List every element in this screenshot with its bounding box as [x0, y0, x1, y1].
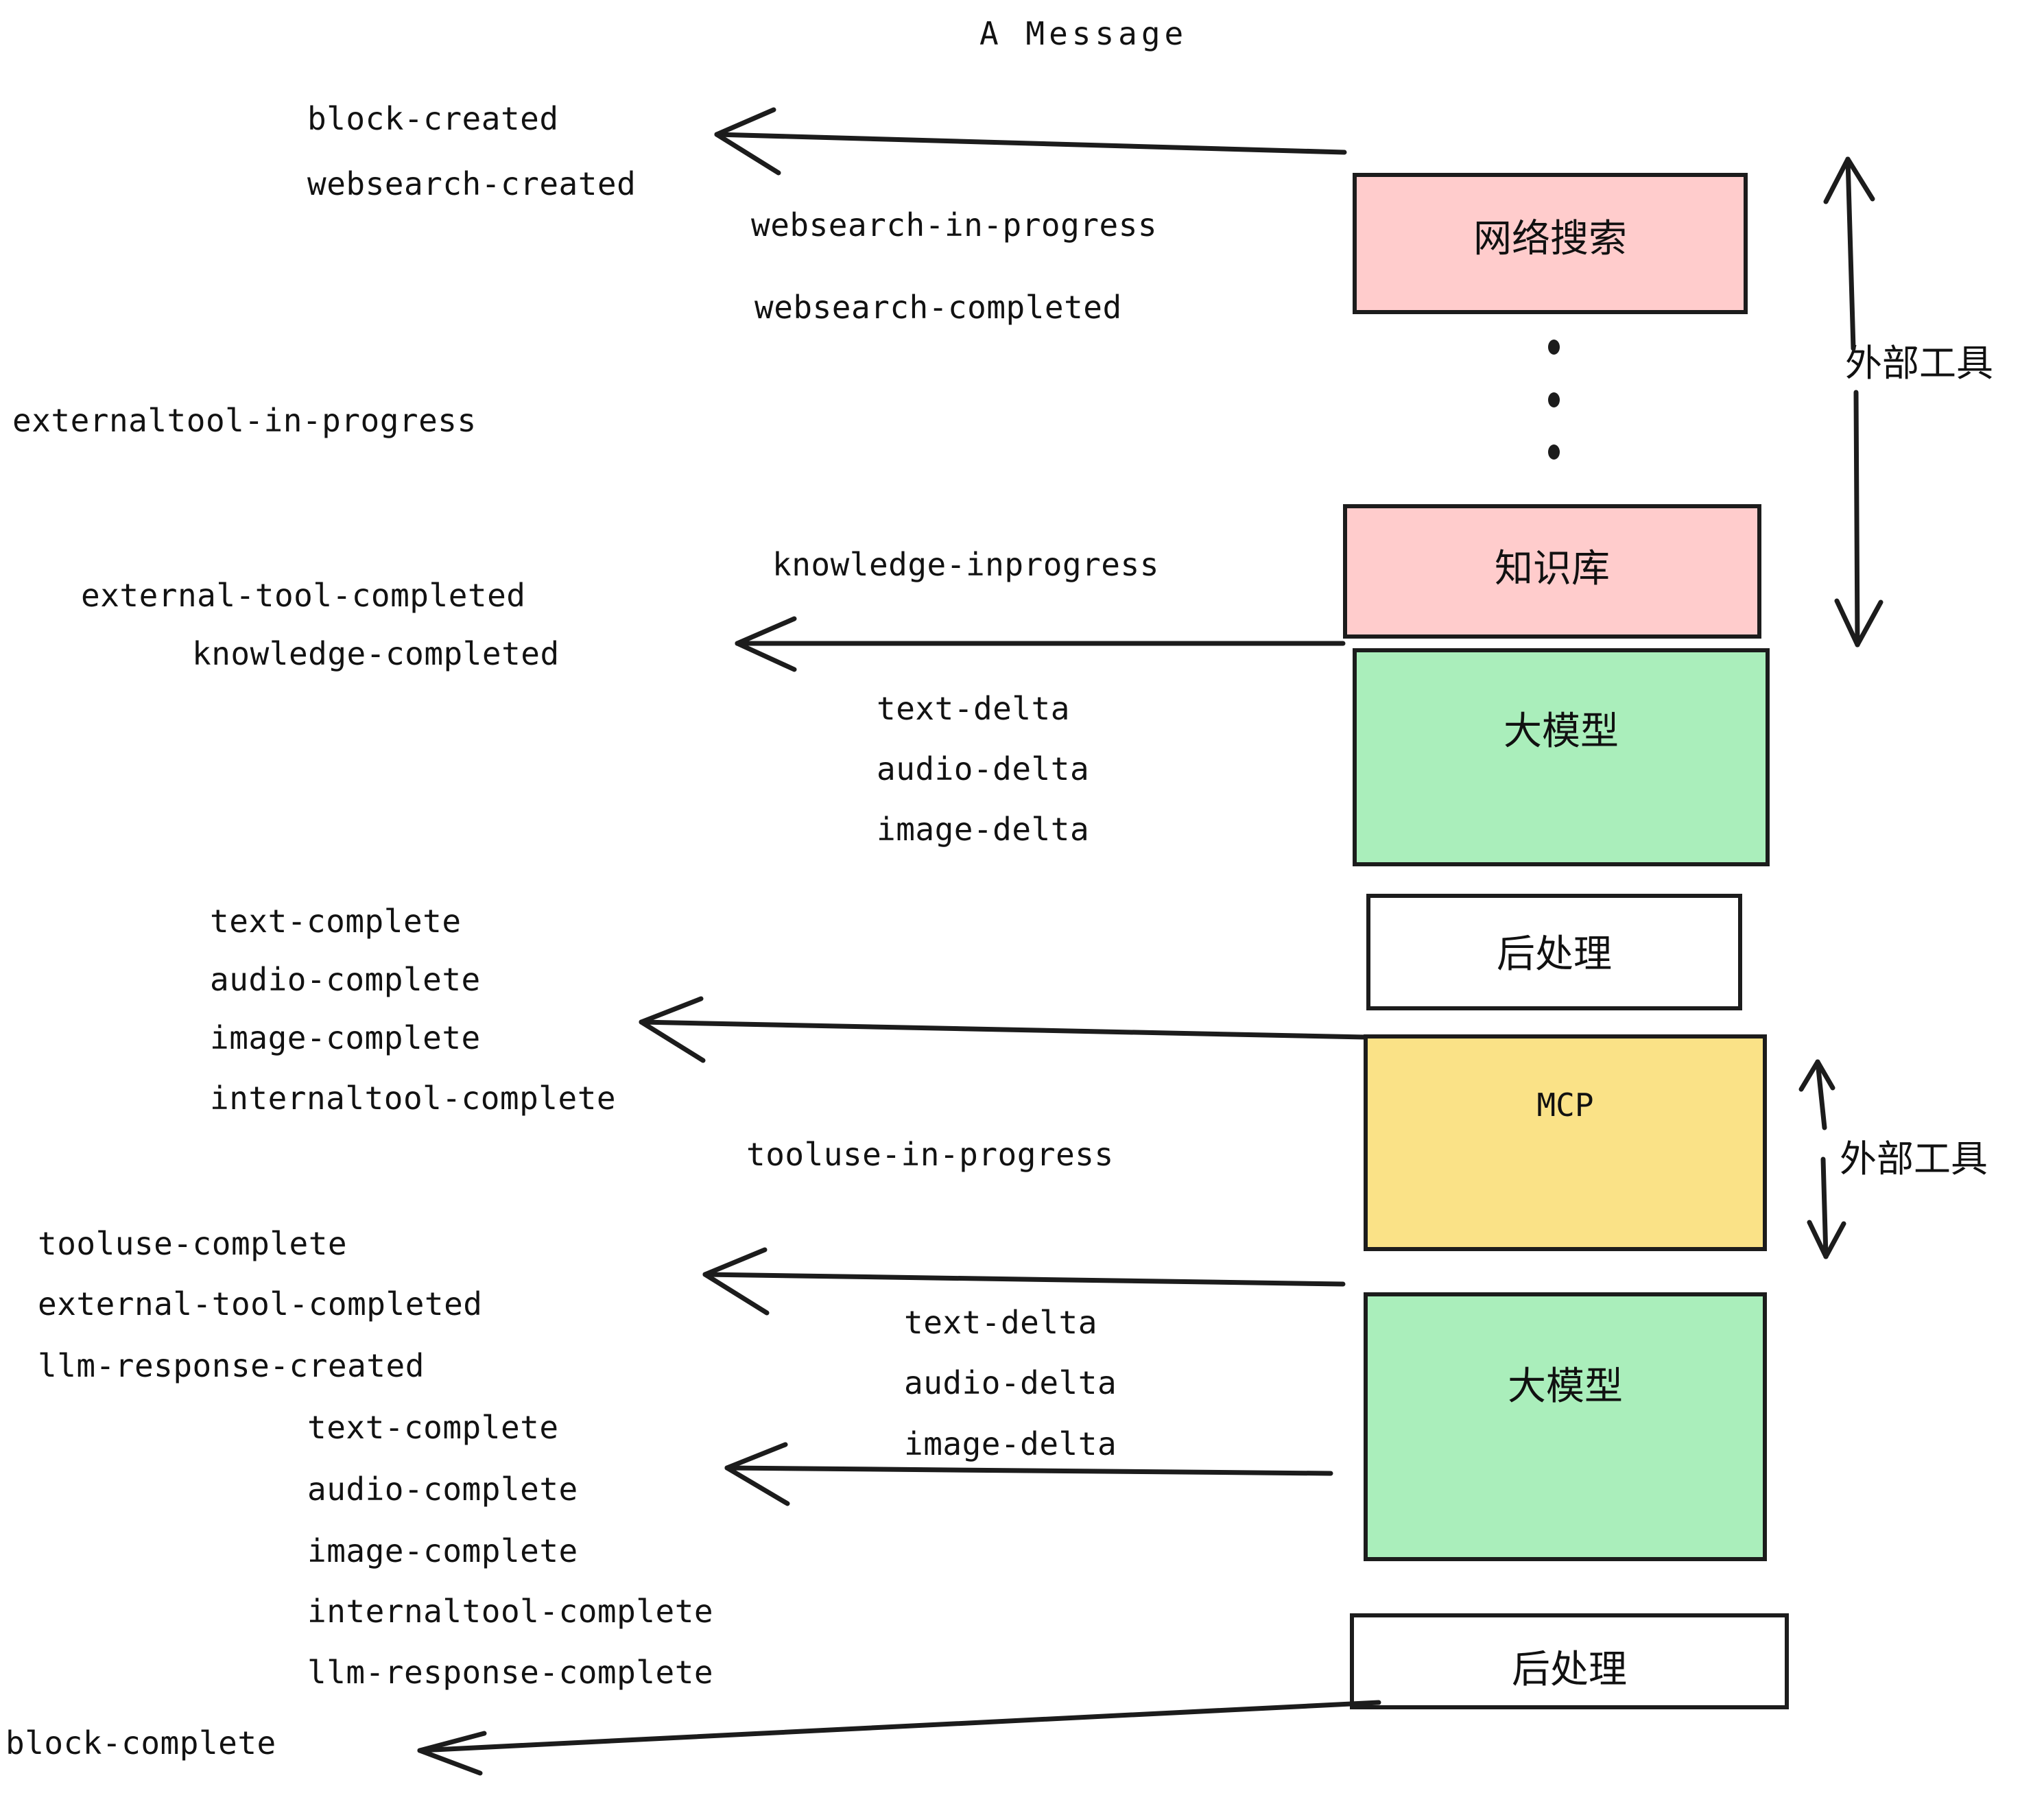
event-label-e12: text-complete	[210, 903, 462, 940]
side-label-ext-tool-bottom: 外部工具	[1840, 1137, 1988, 1180]
event-label-e19: llm-response-created	[38, 1347, 425, 1384]
event-label-e15: internaltool-complete	[210, 1080, 617, 1117]
arrow-mcp-to-image-complete	[639, 996, 1368, 1063]
node-llm-bottom: 大模型	[1364, 1292, 1767, 1561]
ellipsis-dot	[1547, 444, 1560, 460]
event-label-e14: image-complete	[210, 1019, 481, 1056]
node-post-top: 后处理	[1366, 894, 1742, 1010]
arrow-llm-to-knowledge-completed	[735, 616, 1346, 672]
event-label-e22: image-delta	[904, 1425, 1117, 1462]
event-label-e26: internaltool-complete	[307, 1593, 714, 1630]
side-label-ext-tool-top: 外部工具	[1845, 342, 1993, 385]
arrow-websearch-to-created	[714, 107, 1347, 176]
vertical-ellipsis-icon	[1547, 340, 1560, 460]
node-mcp: MCP	[1364, 1034, 1767, 1251]
event-label-e9: text-delta	[877, 690, 1070, 727]
node-label-mcp: MCP	[1536, 1087, 1594, 1124]
arrow-post-to-block-complete	[417, 1700, 1381, 1776]
event-label-e1: block-created	[307, 100, 559, 137]
page-title: A Message	[979, 15, 1188, 52]
event-label-e20: text-delta	[904, 1304, 1097, 1341]
event-label-e21: audio-delta	[904, 1364, 1117, 1401]
ellipsis-dot	[1547, 340, 1560, 355]
node-label-websearch: 网络搜索	[1473, 217, 1627, 261]
event-label-e24: audio-complete	[307, 1471, 578, 1508]
node-websearch: 网络搜索	[1353, 173, 1748, 314]
event-label-e23: text-complete	[307, 1409, 559, 1446]
event-label-e7: external-tool-completed	[81, 577, 526, 614]
event-label-e5: externaltool-in-progress	[12, 402, 477, 439]
event-label-e16: tooluse-in-progress	[746, 1136, 1114, 1173]
event-label-e27: llm-response-complete	[307, 1654, 714, 1691]
dual-arrow-external-tool-bottom	[1798, 1059, 1846, 1259]
event-label-e11: image-delta	[877, 811, 1090, 848]
event-label-e10: audio-delta	[877, 750, 1090, 787]
node-label-knowledge: 知识库	[1495, 547, 1610, 591]
dual-arrow-external-tool-top	[1823, 156, 1883, 648]
node-label-post-bottom: 后处理	[1512, 1648, 1627, 1692]
event-label-e8: knowledge-completed	[192, 635, 560, 672]
event-label-e4: websearch-completed	[754, 289, 1122, 326]
node-post-bottom: 后处理	[1350, 1613, 1789, 1709]
node-label-post-top: 后处理	[1497, 932, 1612, 977]
node-knowledge: 知识库	[1343, 504, 1761, 639]
event-label-e17: tooluse-complete	[38, 1225, 348, 1262]
node-llm-top: 大模型	[1353, 648, 1770, 866]
event-label-e13: audio-complete	[210, 961, 481, 998]
event-label-e18: external-tool-completed	[38, 1285, 483, 1322]
node-label-llm-bottom: 大模型	[1508, 1364, 1623, 1409]
ellipsis-dot	[1547, 392, 1560, 407]
event-label-e25: image-complete	[307, 1532, 578, 1569]
event-label-e6: knowledge-inprogress	[772, 546, 1159, 583]
event-label-e3: websearch-in-progress	[751, 206, 1158, 244]
event-label-e28: block-complete	[5, 1724, 276, 1761]
node-label-llm-top: 大模型	[1504, 709, 1619, 754]
event-label-e2: websearch-created	[307, 165, 637, 202]
